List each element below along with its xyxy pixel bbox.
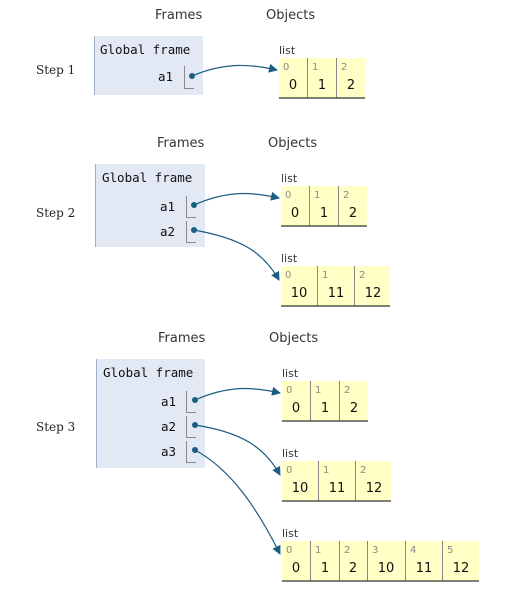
step-label: Step 2 [36, 206, 75, 220]
pointer-arrow [194, 449, 281, 555]
pointer-arrow [194, 386, 281, 401]
objects-header: Objects [268, 136, 317, 151]
variable-a1: a1 [158, 69, 173, 84]
list-index: 2 [344, 385, 350, 396]
list-value: 11 [329, 481, 346, 496]
objects-header: Objects [266, 8, 315, 23]
step-label: Step 3 [36, 420, 75, 434]
list-index: 0 [286, 465, 292, 476]
list-object: list 0 1 2 10 11 12 [282, 447, 391, 502]
global-frame: Global frame a1 [94, 36, 203, 95]
list-value: 10 [291, 286, 308, 301]
list-index: 2 [343, 190, 349, 201]
list-value: 1 [318, 78, 326, 93]
list-index: 2 [341, 62, 347, 73]
frame-title: Global frame [100, 42, 190, 57]
list-value: 0 [292, 561, 300, 576]
global-frame: Global frame a1 a2 [95, 164, 205, 247]
pointer-arrow [191, 63, 278, 77]
pointer-arrow [193, 191, 280, 206]
object-type-label: list [279, 44, 296, 57]
variable-a2: a2 [161, 419, 176, 434]
list-value: 2 [349, 561, 357, 576]
frame-title: Global frame [103, 365, 193, 380]
list-index: 0 [283, 62, 289, 73]
object-type-label: list [282, 367, 299, 380]
list-index: 1 [314, 190, 320, 201]
step-1: Step 1 Frames Objects Global frame a1 li… [36, 8, 365, 99]
frames-header: Frames [158, 331, 206, 346]
list-object: list 0 1 2 10 11 12 [281, 252, 390, 307]
list-value: 2 [347, 78, 355, 93]
list-object: list 0 1 2 0 1 2 [282, 367, 368, 422]
list-index: 4 [410, 545, 416, 556]
list-index: 5 [447, 545, 453, 556]
list-value: 12 [365, 286, 382, 301]
pointer-arrow [193, 229, 280, 281]
frame-title: Global frame [102, 170, 192, 185]
list-value: 2 [349, 206, 357, 221]
list-value: 1 [320, 206, 328, 221]
list-index: 1 [315, 545, 321, 556]
pointer-arrow [194, 424, 281, 476]
list-value: 1 [321, 401, 329, 416]
variable-a3: a3 [161, 444, 176, 459]
list-index: 0 [285, 190, 291, 201]
list-value: 2 [350, 401, 358, 416]
list-value: 10 [378, 561, 395, 576]
list-value: 10 [292, 481, 309, 496]
list-object: list 0 1 2 0 1 2 [281, 172, 367, 227]
list-value: 11 [328, 286, 345, 301]
global-frame: Global frame a1 a2 a3 [96, 359, 205, 468]
frames-header: Frames [157, 136, 205, 151]
list-object: list 0 1 2 3 4 5 0 1 2 10 11 12 [282, 527, 479, 582]
list-value: 0 [291, 206, 299, 221]
list-index: 2 [360, 465, 366, 476]
list-index: 0 [286, 385, 292, 396]
list-index: 1 [312, 62, 318, 73]
step-3: Step 3 Frames Objects Global frame a1 a2… [36, 331, 479, 582]
object-type-label: list [282, 447, 299, 460]
variable-a2: a2 [160, 224, 175, 239]
list-value: 11 [416, 561, 433, 576]
list-value: 0 [289, 78, 297, 93]
list-value: 12 [453, 561, 470, 576]
list-value: 1 [321, 561, 329, 576]
object-type-label: list [282, 527, 299, 540]
variable-a1: a1 [161, 394, 176, 409]
list-index: 3 [372, 545, 378, 556]
list-index: 0 [286, 545, 292, 556]
frames-header: Frames [155, 8, 203, 23]
list-index: 1 [323, 465, 329, 476]
step-2: Step 2 Frames Objects Global frame a1 a2… [36, 136, 390, 307]
object-type-label: list [281, 252, 298, 265]
list-object: list 0 1 2 0 1 2 [279, 44, 365, 99]
list-index: 0 [285, 270, 291, 281]
object-type-label: list [281, 172, 298, 185]
objects-header: Objects [269, 331, 318, 346]
list-index: 2 [359, 270, 365, 281]
list-value: 0 [292, 401, 300, 416]
list-value: 12 [366, 481, 383, 496]
list-index: 1 [322, 270, 328, 281]
list-index: 2 [344, 545, 350, 556]
step-label: Step 1 [36, 63, 75, 77]
list-index: 1 [315, 385, 321, 396]
variable-a1: a1 [160, 199, 175, 214]
